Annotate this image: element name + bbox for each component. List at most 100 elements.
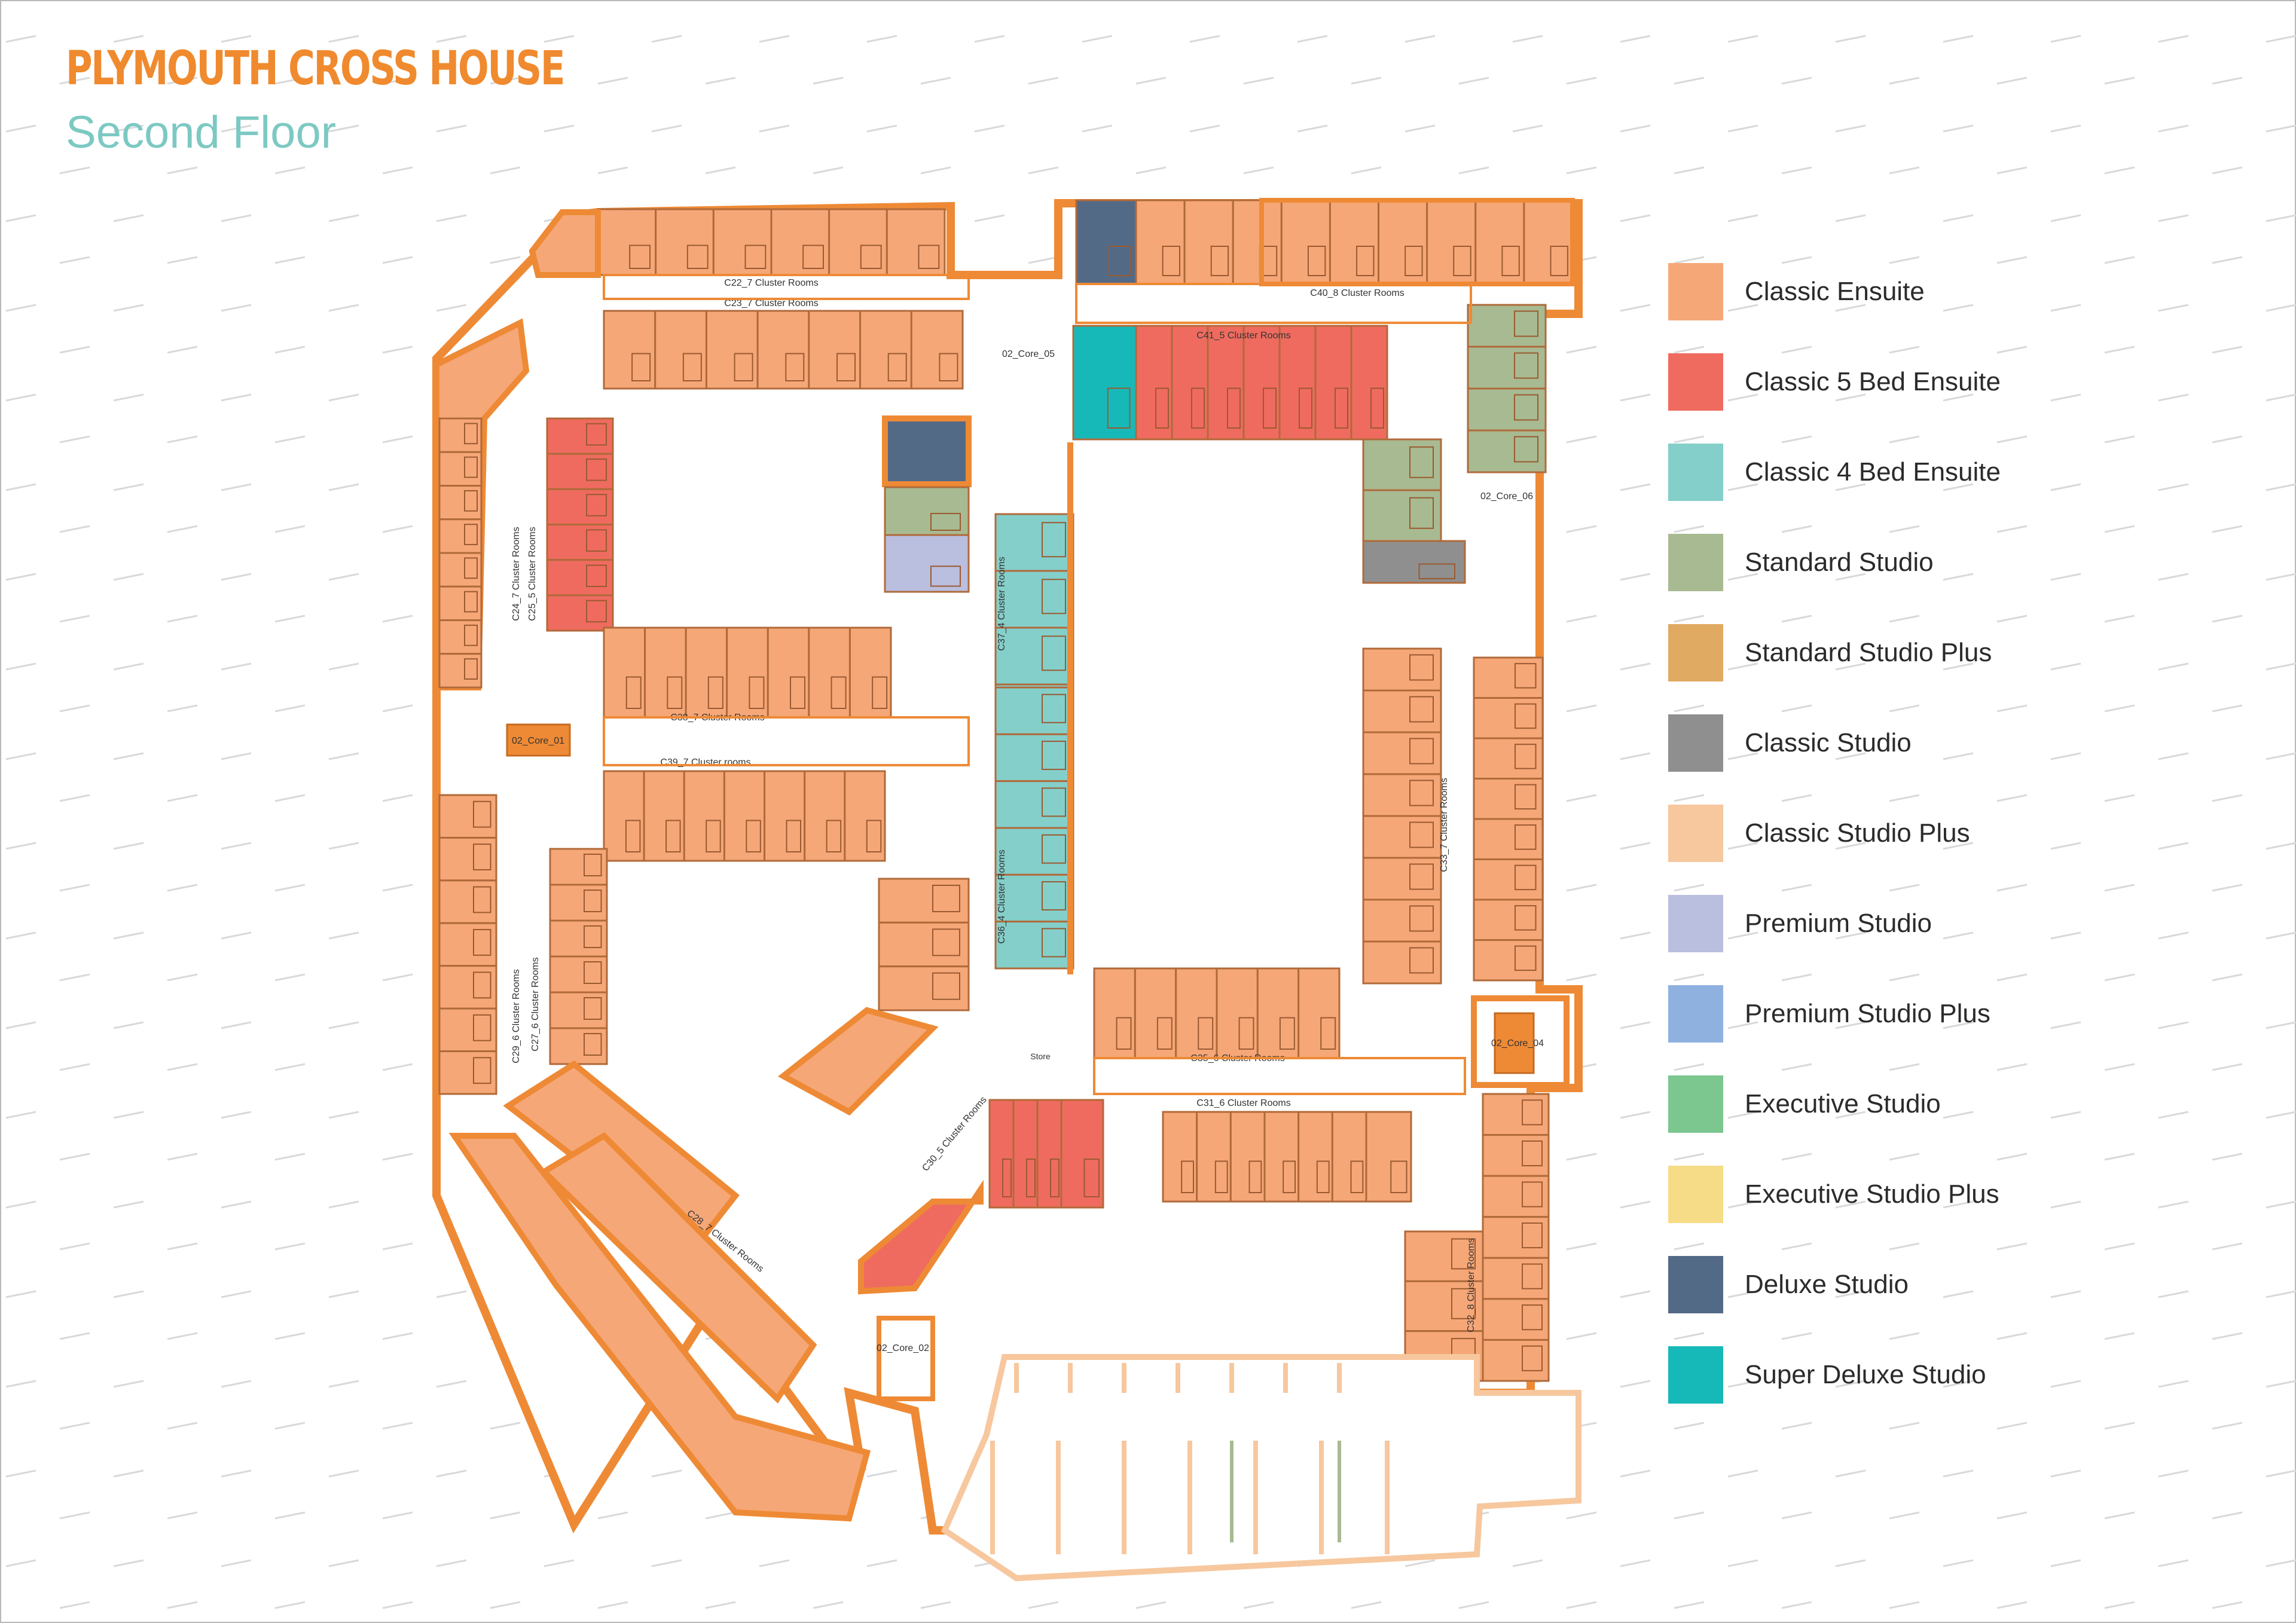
ensuite-outline [464,456,478,478]
premium-studio [884,534,970,593]
core-02-frame [877,1316,935,1401]
room [1473,858,1544,901]
room-row-c32 [1482,1093,1550,1382]
ensuite-outline [786,820,801,852]
room [1183,199,1234,285]
room [1362,773,1442,817]
room [1473,697,1544,739]
ensuite-outline [1042,579,1066,615]
room-row-c25 [546,417,614,632]
legend-swatch [1668,1346,1723,1404]
room [597,208,657,276]
room [1473,818,1544,860]
ensuite-outline [464,624,478,646]
ensuite-outline [1515,864,1537,891]
ensuite-outline [1238,1017,1254,1050]
room [988,1099,1015,1209]
cluster-label: C37_4 Cluster Rooms [997,557,1007,650]
room [549,919,608,958]
ensuite-outline [1409,654,1434,681]
cluster-label: 02_Core_06 [1480,491,1533,502]
room-row-standard-studio [1362,438,1442,542]
room [1135,325,1173,441]
ensuite-outline [1409,947,1434,974]
ensuite-outline [665,820,681,852]
ensuite-outline [1514,310,1538,337]
ensuite-outline [464,658,478,680]
ensuite-outline [1409,446,1434,478]
classic-studio [1362,540,1466,584]
ensuite-outline [584,997,602,1020]
room-row-standard-studio [1467,304,1547,473]
ensuite-outline [1283,1160,1296,1193]
cluster-label: 02_Core_04 [1491,1038,1544,1049]
room-row-c40 [1135,199,1574,285]
room [1329,199,1380,285]
room [1474,199,1525,285]
ensuite-outline [1316,1160,1330,1193]
room [878,965,970,1011]
ensuite-outline [1042,787,1066,817]
ensuite-outline [1279,1017,1295,1050]
legend-swatch [1668,533,1723,591]
ensuite-outline [1515,784,1537,810]
ensuite-outline [932,885,960,912]
ensuite-outline [1109,246,1131,276]
ensuite-outline [1214,1160,1228,1193]
ensuite-outline [1409,780,1434,806]
room-row-c29 [438,794,497,1095]
deluxe-studio-block [882,415,972,487]
room [1467,346,1547,390]
legend-item: Classic Ensuite [1668,246,2206,337]
room [808,626,851,719]
ensuite-outline [1162,246,1180,276]
room [1162,1111,1198,1203]
room [767,626,810,719]
ensuite-outline [1227,387,1241,429]
ensuite-outline [682,353,702,381]
ensuite-outline [1522,1222,1543,1249]
ensuite-outline [686,244,709,269]
legend-item: Executive Studio Plus [1668,1149,2206,1239]
legend-swatch [1668,1255,1723,1313]
legend-label: Executive Studio Plus [1745,1179,1999,1209]
ensuite-outline [887,353,907,381]
room [1072,325,1137,441]
room [655,208,715,276]
room [878,878,970,924]
ensuite-outline [464,591,478,613]
ensuite-outline [1453,246,1471,276]
ensuite-outline [930,513,961,531]
room [1256,967,1300,1059]
room [603,310,657,390]
ensuite-outline [1335,387,1348,429]
legend-swatch [1668,894,1723,952]
ensuite-outline [464,490,478,512]
room [884,486,970,536]
corridor-outline [1075,283,1472,324]
ensuite-outline [918,244,940,269]
ensuite-outline [1042,834,1066,864]
ensuite-outline [473,886,491,913]
room [1362,898,1442,943]
ensuite-outline [1515,663,1537,689]
room-row-c33 [1473,656,1544,982]
room [1473,939,1544,982]
room [1280,199,1331,285]
room [1207,325,1245,441]
ensuite-outline [1515,945,1537,971]
ensuite-outline [1409,863,1434,890]
ensuite-outline [746,820,761,852]
room [1278,325,1317,441]
room [994,686,1074,735]
ensuite-outline [1522,1140,1543,1167]
ensuite-outline [584,925,602,948]
deluxe-studio [1075,199,1137,285]
pale-south-wing [941,1354,1581,1582]
ensuite-outline [1107,387,1131,429]
room [1297,1111,1333,1203]
legend-item: Premium Studio [1668,878,2206,968]
cluster-label: C29_6 Cluster Rooms [511,969,521,1063]
room [1012,1099,1039,1209]
